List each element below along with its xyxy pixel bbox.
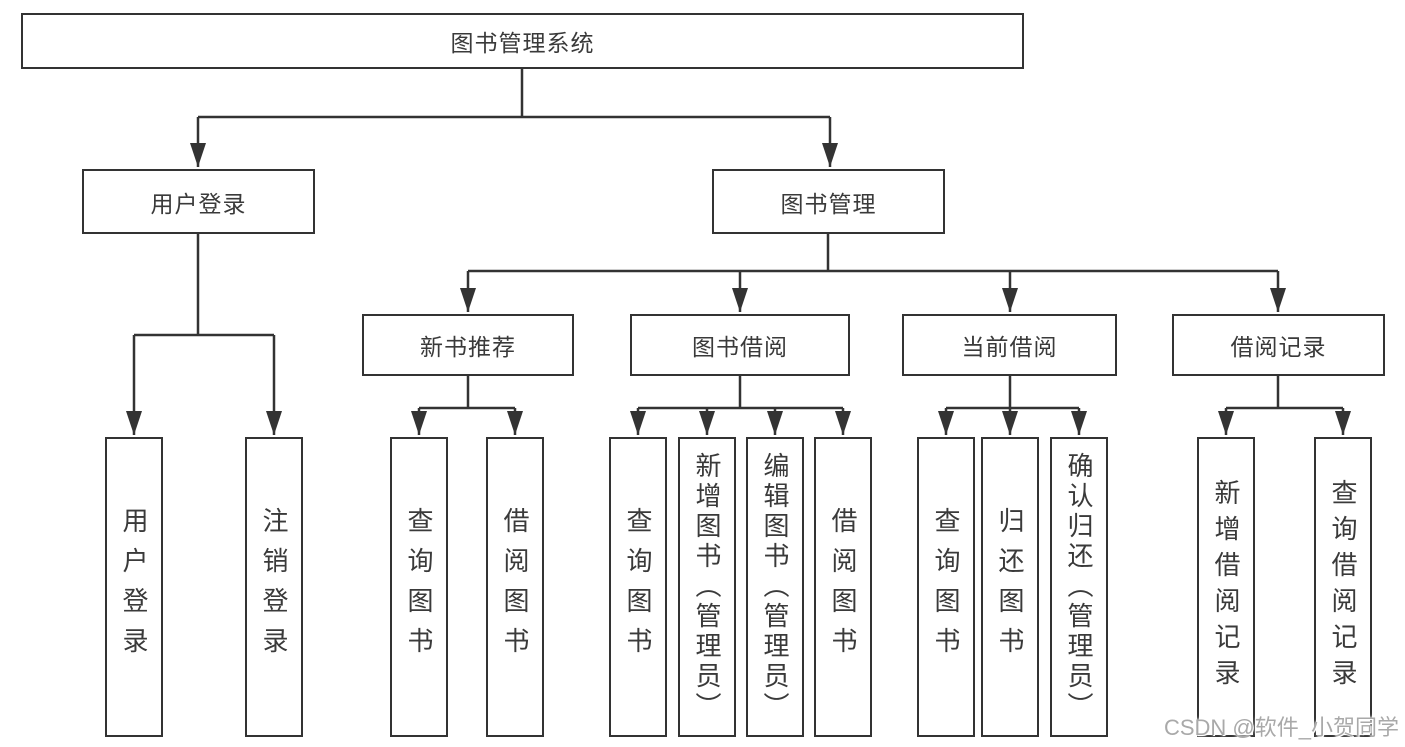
leaf-label: 用户登录 xyxy=(119,507,149,667)
csdn-watermark: CSDN @软件_小贺同学 xyxy=(1163,715,1399,740)
leaf-label: 查询图书 xyxy=(623,507,653,667)
node-user-login: 用户登录 xyxy=(82,169,315,234)
leaf-logout: 注销登录 xyxy=(245,437,303,737)
leaf-query-borrow-record: 查询借阅记录 xyxy=(1314,437,1372,737)
node-borrowing-records: 借阅记录 xyxy=(1172,314,1385,376)
leaf-add-books-admin: 新增图书（管理员） xyxy=(678,437,736,737)
leaf-label: 确认归还（管理员） xyxy=(1064,452,1094,722)
node-new-book-recommend: 新书推荐 xyxy=(362,314,574,376)
node-current-borrowing: 当前借阅 xyxy=(902,314,1117,376)
node-label: 借阅记录 xyxy=(1230,334,1327,360)
node-label: 图书管理 xyxy=(780,190,877,217)
connector-segments xyxy=(134,69,1343,410)
node-label: 图书管理系统 xyxy=(450,30,595,56)
leaf-label: 查询图书 xyxy=(404,507,434,667)
leaf-user-login: 用户登录 xyxy=(105,437,163,737)
leaf-label: 借阅图书 xyxy=(500,507,530,667)
leaf-edit-books-admin: 编辑图书（管理员） xyxy=(746,437,804,737)
node-library-system: 图书管理系统 xyxy=(21,13,1024,69)
leaf-label: 查询借阅记录 xyxy=(1328,479,1358,695)
leaf-return-books: 归还图书 xyxy=(981,437,1039,737)
connector-arrows xyxy=(126,117,1351,435)
leaf-confirm-return-admin: 确认归还（管理员） xyxy=(1050,437,1108,737)
leaf-label: 注销登录 xyxy=(259,507,289,667)
leaf-query-books-1: 查询图书 xyxy=(390,437,448,737)
leaf-label: 新增图书（管理员） xyxy=(692,452,722,722)
node-book-management: 图书管理 xyxy=(712,169,945,234)
leaf-query-books-3: 查询图书 xyxy=(917,437,975,737)
leaf-label: 归还图书 xyxy=(995,507,1025,667)
leaf-label: 借阅图书 xyxy=(828,507,858,667)
leaf-query-books-2: 查询图书 xyxy=(609,437,667,737)
node-label: 图书借阅 xyxy=(692,334,788,360)
leaf-borrow-books-1: 借阅图书 xyxy=(486,437,544,737)
leaf-label: 查询图书 xyxy=(931,507,961,667)
leaf-add-borrow-record: 新增借阅记录 xyxy=(1197,437,1255,737)
node-book-borrowing: 图书借阅 xyxy=(630,314,850,376)
node-label: 用户登录 xyxy=(150,190,247,217)
leaf-label: 编辑图书（管理员） xyxy=(760,452,790,722)
leaf-borrow-books-2: 借阅图书 xyxy=(814,437,872,737)
node-label: 新书推荐 xyxy=(420,334,516,360)
leaf-label: 新增借阅记录 xyxy=(1211,479,1241,695)
node-label: 当前借阅 xyxy=(961,334,1058,360)
